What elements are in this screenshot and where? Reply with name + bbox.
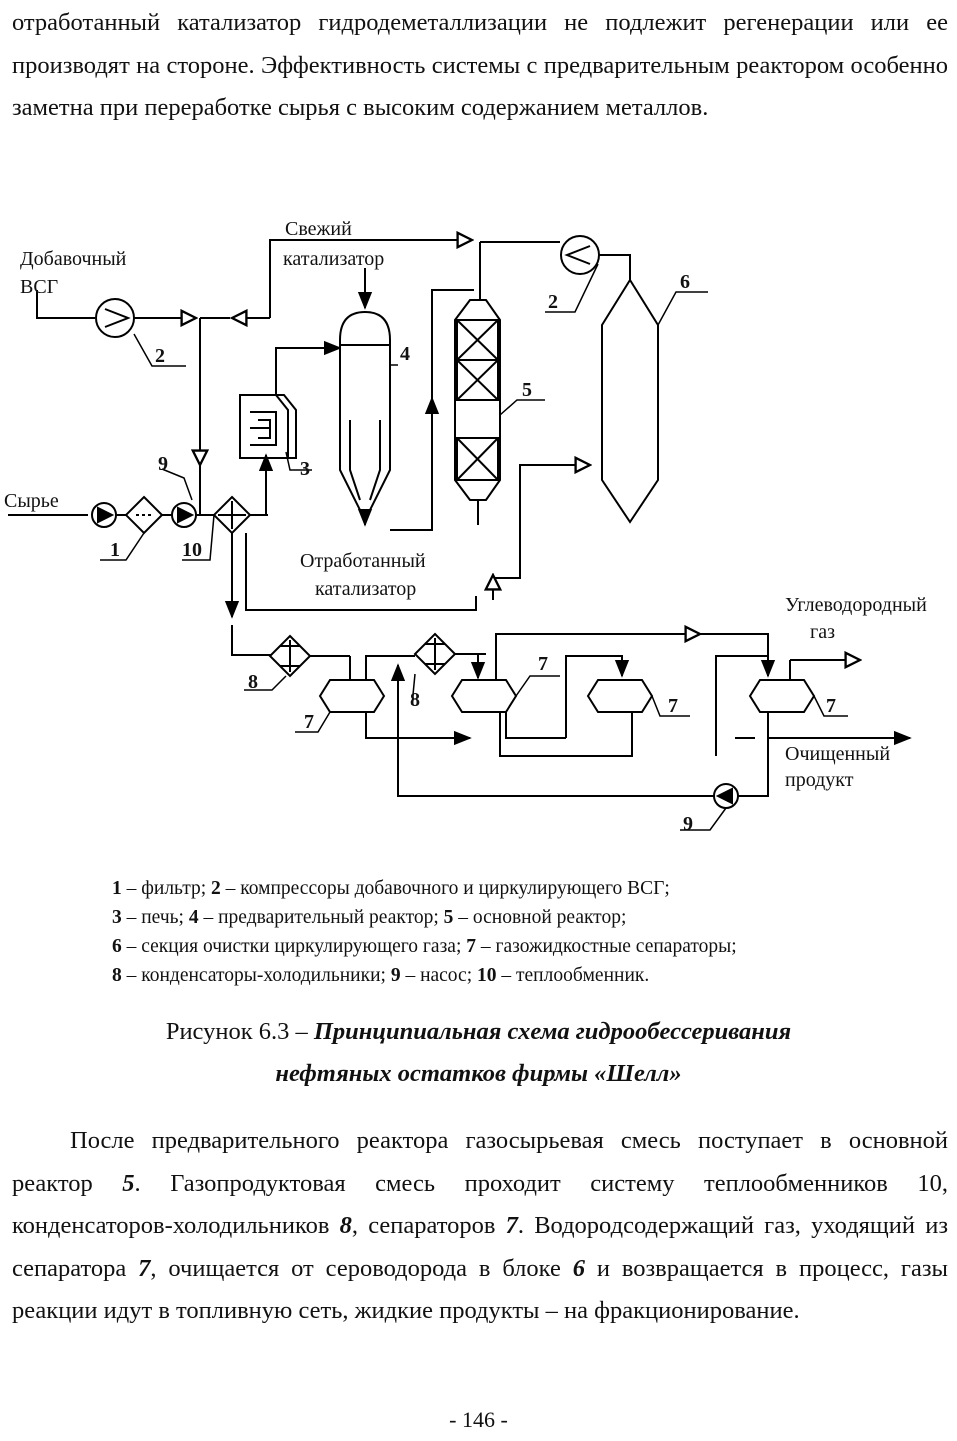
separator-7d xyxy=(390,656,912,809)
legend-num-2: 2 xyxy=(211,878,221,899)
bp-text-3: , сепараторов xyxy=(351,1212,506,1239)
legend-num-4: 4 xyxy=(188,907,199,928)
legend-row-1: 1 – фильтр; 2 – компрессоры добавочного … xyxy=(112,874,912,903)
number-7b: 7 xyxy=(538,653,548,675)
legend-num-8: 8 xyxy=(112,965,122,986)
figure-legend: 1 – фильтр; 2 – компрессоры добавочного … xyxy=(112,874,912,990)
legend-text-7: – газожидкостные сепараторы; xyxy=(476,936,737,957)
legend-num-9: 9 xyxy=(390,965,401,986)
circulating-compressor xyxy=(560,235,631,280)
fresh-catalyst-label-1: Свежий xyxy=(285,218,352,240)
legend-text-2: – компрессоры добавочного и циркулирующе… xyxy=(220,878,670,899)
number-5: 5 xyxy=(522,379,532,401)
gas-cleaning-6 xyxy=(601,278,659,524)
makeup-gas-label-2: ВСГ xyxy=(20,276,58,298)
number-8a: 8 xyxy=(248,671,258,693)
product-label-2: продукт xyxy=(785,769,854,791)
legend-text-6: – секция очистки циркулирующего газа; xyxy=(121,936,467,957)
makeup-gas-label-1: Добавочный xyxy=(20,248,127,270)
legend-text-10: – теплообменник. xyxy=(496,965,650,986)
bottom-paragraph: После предварительного реактора газосырь… xyxy=(12,1120,948,1333)
hydrocarbon-gas-label-1: Углеводородный xyxy=(785,594,927,616)
number-3: 3 xyxy=(300,458,310,480)
legend-num-3: 3 xyxy=(112,907,122,928)
number-9a: 9 xyxy=(158,453,168,475)
bp-text-5: , очищается от сероводорода в блоке xyxy=(150,1254,573,1282)
separator-7c xyxy=(499,655,654,757)
spent-catalyst-label-1: Отработанный xyxy=(300,550,426,572)
bp-text-6: и возвращается в процесс, газы реакции и… xyxy=(12,1254,948,1325)
top-paragraph: отработанный катализатор гидродеметаллиз… xyxy=(12,9,948,121)
bp-text-2: . Газопродуктовая смесь проходит систему… xyxy=(12,1169,948,1240)
number-10: 10 xyxy=(182,539,202,561)
legend-text-1: – фильтр; xyxy=(121,878,212,899)
caption-prefix: Рисунок 6.3 – xyxy=(165,1018,314,1045)
fresh-catalyst-label-2: катализатор xyxy=(283,248,384,270)
separator-7a xyxy=(318,655,472,746)
number-7a: 7 xyxy=(304,711,314,733)
caption-title-2: нефтяных остатков фирмы «Шелл» xyxy=(275,1060,682,1087)
legend-text-3: – печь; xyxy=(121,907,189,928)
bp-ref-3: 7 xyxy=(505,1212,518,1239)
number-4: 4 xyxy=(400,343,410,365)
makeup-gas-line xyxy=(36,240,472,338)
legend-num-5: 5 xyxy=(443,907,454,928)
bp-ref-5: 6 xyxy=(572,1254,585,1282)
figure-caption-line-1: Рисунок 6.3 – Принципиальная схема гидро… xyxy=(0,1012,957,1052)
legend-text-8: – конденсаторы-холодильники; xyxy=(121,965,391,986)
legend-num-7: 7 xyxy=(466,936,476,957)
number-8b: 8 xyxy=(410,689,420,711)
condenser-8b xyxy=(413,632,457,676)
legend-num-6: 6 xyxy=(112,936,122,957)
product-label-1: Очищенный xyxy=(785,743,890,765)
condenser-8a xyxy=(268,634,350,678)
legend-row-2: 3 – печь; 4 – предварительный реактор; 5… xyxy=(112,903,912,932)
furnace-3 xyxy=(239,340,342,515)
legend-text-9: – насос; xyxy=(400,965,477,986)
number-7d: 7 xyxy=(826,695,836,717)
feed-label: Сырье xyxy=(4,490,59,512)
spent-catalyst-label-2: катализатор xyxy=(315,578,416,600)
bp-ref-2: 8 xyxy=(339,1212,352,1239)
number-9b: 9 xyxy=(683,813,693,835)
legend-num-10: 10 xyxy=(477,965,497,986)
legend-row-4: 8 – конденсаторы-холодильники; 9 – насос… xyxy=(112,961,912,990)
caption-title-1: Принципиальная схема гидрообессеривания xyxy=(313,1018,792,1045)
legend-row-3: 6 – секция очистки циркулирующего газа; … xyxy=(112,932,912,961)
figure-caption-line-2: нефтяных остатков фирмы «Шелл» xyxy=(0,1054,957,1094)
heat-exchanger-10 xyxy=(212,495,477,656)
bp-ref-4: 7 xyxy=(138,1254,151,1282)
legend-num-1: 1 xyxy=(112,878,122,899)
bp-text-1: После предварительного реактора газосырь… xyxy=(12,1127,948,1197)
pre-reactor-4 xyxy=(339,268,474,531)
number-leaders xyxy=(100,263,848,831)
page-number: - 146 - xyxy=(449,1407,508,1432)
feed-line xyxy=(8,495,216,535)
bp-text-4: . Водородсодержащий газ, уходящий из сеп… xyxy=(12,1212,948,1282)
number-6: 6 xyxy=(680,271,690,293)
number-2b: 2 xyxy=(548,291,558,313)
compressor-triangle-icon xyxy=(104,308,131,328)
separator-7b xyxy=(450,634,769,739)
legend-text-5: – основной реактор; xyxy=(453,907,627,928)
hydrocarbon-gas-label-2: газ xyxy=(810,621,835,643)
main-reactor-5 xyxy=(454,241,590,600)
number-2a: 2 xyxy=(155,345,165,367)
number-7c: 7 xyxy=(668,695,678,717)
legend-text-4: – предварительный реактор; xyxy=(198,907,444,928)
number-1: 1 xyxy=(110,539,120,561)
process-flow-diagram: Свежий катализатор Добавочный ВСГ Сырье … xyxy=(0,210,957,870)
bp-ref-1: 5 xyxy=(122,1169,135,1197)
